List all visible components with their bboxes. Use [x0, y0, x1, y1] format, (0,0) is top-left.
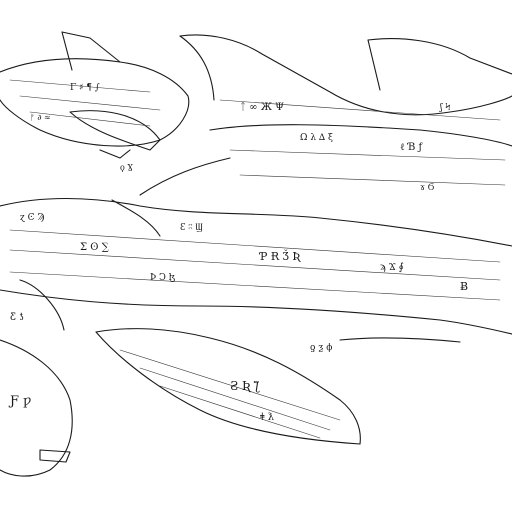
- svg-text:Γ ♯ ¶ ∫: Γ ♯ ¶ ∫: [70, 83, 100, 93]
- svg-text:ɀ Ͼ Ϡ: ɀ Ͼ Ϡ: [20, 213, 44, 223]
- svg-text:Ƀ: Ƀ: [460, 280, 468, 293]
- svg-text:Ƒ ƿ: Ƒ ƿ: [8, 394, 31, 409]
- svg-text:Ƹ ƾ: Ƹ ƾ: [10, 312, 24, 323]
- svg-text:ᛏ ∞ Ж Ψ: ᛏ ∞ Ж Ψ: [240, 102, 284, 113]
- svg-text:ǂ ƛ: ǂ ƛ: [260, 412, 275, 423]
- glyph-texture: Γ ♯ ¶ ∫ ᚠ ∂ ≈ ᛏ ∞ Ж Ψ Ω λ ∆ ξ ℓ Ɓ ƒ ʃ Ϟ …: [8, 83, 468, 423]
- aircraft-bottom: [0, 328, 361, 477]
- aircraft-top-right: [139, 34, 512, 196]
- svg-text:ƍ ƺ ϕ: ƍ ƺ ϕ: [310, 343, 332, 353]
- svg-text:Ω λ ∆ ξ: Ω λ ∆ ξ: [300, 133, 333, 143]
- svg-text:ℓ Ɓ ƒ: ℓ Ɓ ƒ: [400, 142, 423, 153]
- aircraft-center: [0, 197, 512, 343]
- svg-text:Ɛ ʭ Ϣ: Ɛ ʭ Ϣ: [180, 223, 203, 233]
- svg-text:Ʃ ʘ ∑: Ʃ ʘ ∑: [80, 242, 110, 253]
- svg-text:Ƥ Ɍ Ǯ Ʀ: Ƥ Ɍ Ǯ Ʀ: [258, 249, 301, 263]
- svg-text:ϡ Ϫ ∮: ϡ Ϫ ∮: [380, 262, 404, 273]
- svg-text:ᚠ ∂ ≈: ᚠ ∂ ≈: [30, 113, 51, 122]
- svg-text:ɤ Ϭ: ɤ Ϭ: [420, 183, 434, 193]
- aircraft-top-left: [0, 31, 190, 159]
- svg-text:ʃ Ϟ: ʃ Ϟ: [439, 103, 451, 113]
- svg-text:Ƨ Ʀ ƪ: Ƨ Ʀ ƪ: [230, 379, 260, 393]
- svg-text:Ϸ Ͻ ɮ: Ϸ Ͻ ɮ: [150, 273, 176, 283]
- svg-text:ϙ Ɣ: ϙ Ɣ: [120, 163, 133, 172]
